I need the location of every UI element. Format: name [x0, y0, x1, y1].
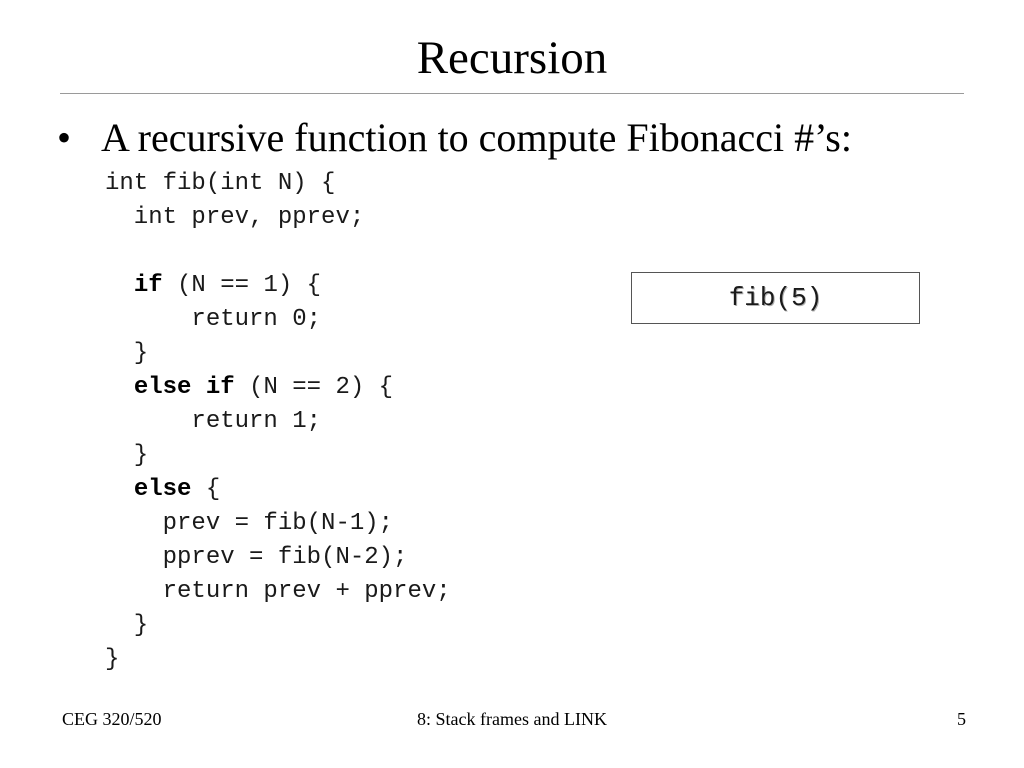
call-box: fib(5) — [631, 272, 920, 324]
code-text: return 1; — [105, 408, 322, 435]
bullet-text: A recursive function to compute Fibonacc… — [101, 115, 852, 160]
slide-title: Recursion — [416, 32, 608, 84]
code-text — [105, 374, 134, 401]
code-line: if (N == 1) { — [105, 269, 451, 303]
code-line: else if (N == 2) { — [105, 371, 451, 405]
code-line: prev = fib(N-1); — [105, 507, 451, 541]
code-line: } — [105, 609, 451, 643]
code-line: else { — [105, 473, 451, 507]
code-block: int fib(int N) { int prev, pprev; if (N … — [105, 167, 451, 677]
code-text: (N == 2) { — [234, 374, 394, 401]
footer-lecture: 8: Stack frames and LINK — [417, 709, 607, 729]
footer-course: CEG 320/520 — [62, 709, 162, 729]
code-keyword: else — [133, 476, 192, 503]
code-line: } — [105, 439, 451, 473]
bullet-dot-icon: • — [57, 115, 72, 160]
code-line: int prev, pprev; — [105, 201, 451, 235]
footer-page-number: 5 — [957, 709, 966, 729]
call-box-label: fib(5) — [728, 283, 823, 313]
code-text: return 0; — [105, 306, 322, 333]
code-text: { — [191, 476, 221, 503]
code-text: int fib(int N) { — [105, 170, 336, 197]
code-text: (N == 1) { — [162, 272, 322, 299]
code-text: } — [105, 646, 120, 673]
code-text: return prev + pprev; — [105, 578, 451, 605]
code-text: pprev = fib(N-2); — [105, 544, 408, 571]
code-text: int prev, pprev; — [105, 204, 365, 231]
bullet-item: • A recursive function to compute Fibonac… — [57, 113, 852, 163]
code-text — [105, 476, 134, 503]
code-text: } — [105, 442, 149, 469]
code-text: } — [105, 612, 149, 639]
code-keyword: if — [133, 272, 163, 299]
code-line: return 1; — [105, 405, 451, 439]
code-line: } — [105, 337, 451, 371]
code-line: return prev + pprev; — [105, 575, 451, 609]
code-text: } — [105, 340, 149, 367]
code-line: } — [105, 643, 451, 677]
title-divider — [60, 93, 964, 94]
code-line: pprev = fib(N-2); — [105, 541, 451, 575]
code-keyword: else if — [133, 374, 235, 401]
code-line: int fib(int N) { — [105, 167, 451, 201]
code-line: return 0; — [105, 303, 451, 337]
code-text: prev = fib(N-1); — [105, 510, 394, 537]
code-text — [105, 272, 134, 299]
code-line — [105, 235, 451, 269]
